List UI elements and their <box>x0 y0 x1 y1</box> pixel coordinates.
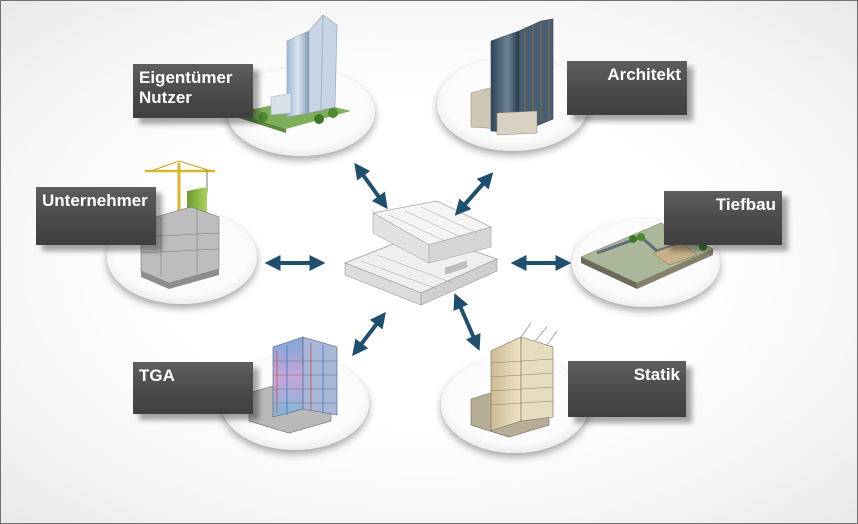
label-tga-text: TGA <box>139 366 175 385</box>
label-tiefbau: Tiefbau <box>664 191 782 245</box>
arrow-architekt <box>454 172 494 216</box>
label-tga: TGA <box>133 362 253 414</box>
arrow-tga <box>352 311 386 357</box>
building-services-model-icon <box>248 336 338 434</box>
structural-frame-model-icon <box>470 322 558 438</box>
arrow-statik <box>453 293 481 351</box>
label-eigentuemer-line2: Nutzer <box>139 88 192 107</box>
label-statik: Statik <box>568 361 686 417</box>
label-eigentuemer-nutzer: Eigentümer Nutzer <box>133 64 253 118</box>
office-tower-with-park-icon <box>236 14 351 133</box>
label-unternehmer: Unternehmer <box>36 187 156 245</box>
label-unternehmer-text: Unternehmer <box>42 191 148 210</box>
label-statik-text: Statik <box>633 365 680 384</box>
central-building-model-icon <box>343 200 499 306</box>
label-architekt-text: Architekt <box>607 65 681 84</box>
label-tiefbau-text: Tiefbau <box>715 195 776 214</box>
construction-site-crane-icon <box>140 160 220 289</box>
label-architekt: Architekt <box>567 61 687 115</box>
high-rise-architecture-model-icon <box>470 18 554 136</box>
arrow-eigentuemer <box>354 162 388 210</box>
label-eigentuemer-line1: Eigentümer <box>139 68 233 87</box>
